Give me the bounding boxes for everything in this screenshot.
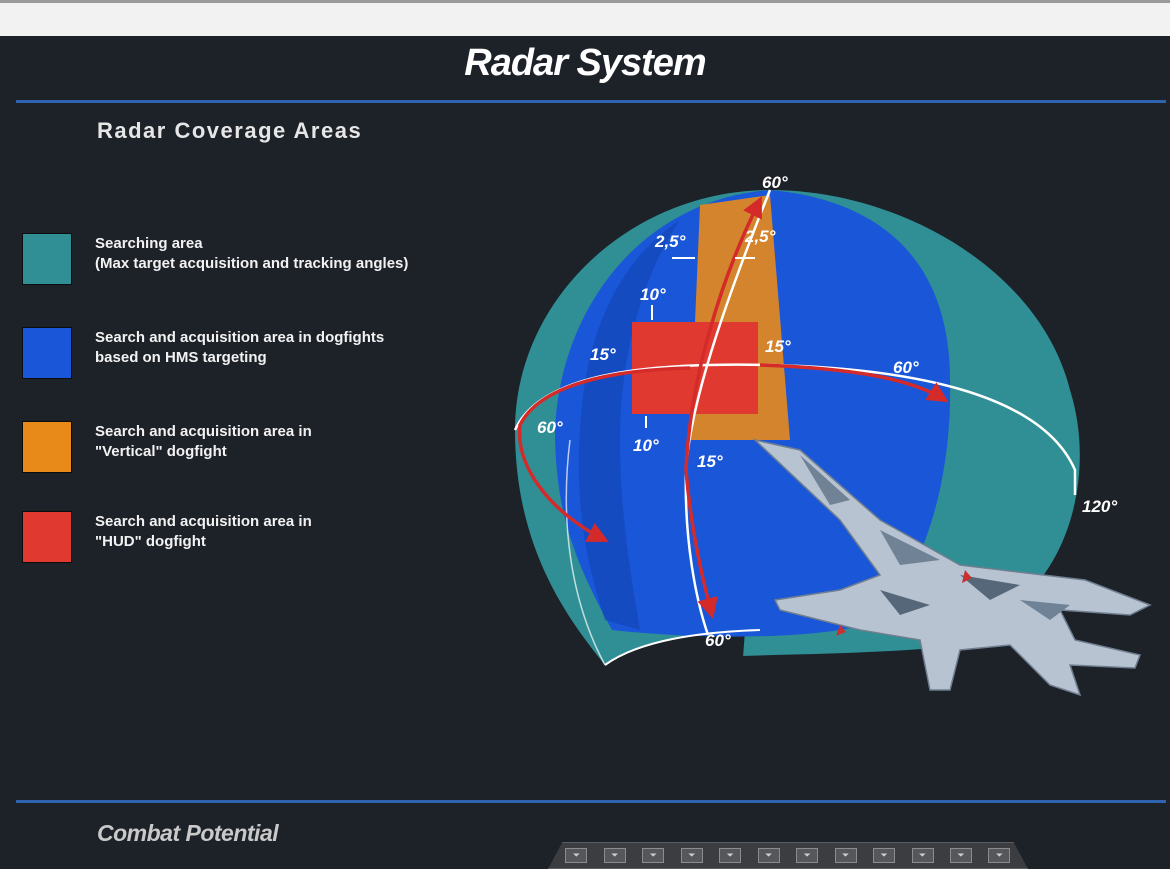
bottom-divider [16,800,1166,803]
angle-label-vert-right: 2,5° [744,227,776,246]
legend-line: Search and acquisition area in [95,423,312,440]
section-subtitle: Radar Coverage Areas [97,118,363,143]
legend-line: based on HMS targeting [95,349,267,366]
left-edge-line [565,439,606,666]
toolbar-icon[interactable]: ⏷ [988,848,1011,863]
toolbar-icon[interactable]: ⏷ [834,848,857,863]
arrow-horizontal-right [759,363,949,403]
toolbar-icon[interactable]: ⏷ [949,848,972,863]
toolbar-icon[interactable]: ⏷ [642,848,665,863]
angle-label-lower: 15° [697,452,723,471]
fighter-jet-image [752,438,1152,697]
page-title: Radar System [464,42,706,84]
legend-swatch-orange [22,421,72,473]
top-divider [16,100,1166,103]
angle-label-top: 60° [762,173,788,192]
bottom-arc [604,629,761,666]
legend-text: Search and acquisition area in dogfights… [95,328,575,368]
legend-swatch-blue [22,327,72,379]
angle-label-hud-left: 15° [590,345,616,364]
angle-label-hud-right: 15° [765,337,791,356]
toolbar-icon[interactable]: ⏷ [719,848,742,863]
legend-line: Searching area [95,235,203,252]
arrow-horizontal-left [517,366,691,542]
arrow-vertical-down [684,469,718,620]
legend-line: "HUD" dogfight [95,533,206,550]
legend-line: "Vertical" dogfight [95,443,227,460]
toolbar-icon[interactable]: ⏷ [911,848,934,863]
browser-top-strip [0,0,1170,36]
angle-label-hud-bottom: 10° [633,436,659,455]
legend-text: Search and acquisition area in "HUD" dog… [95,512,575,552]
legend-text: Searching area (Max target acquisition a… [95,234,575,274]
toolbar-icon[interactable]: ⏷ [757,848,780,863]
legend-line: (Max target acquisition and tracking ang… [95,255,409,272]
legend-swatch-red [22,511,72,563]
video-toolbar: ⏷ ⏷ ⏷ ⏷ ⏷ ⏷ ⏷ ⏷ ⏷ ⏷ ⏷ ⏷ [548,842,1028,869]
angle-label-bottom: 60° [705,631,731,650]
legend-line: Search and acquisition area in [95,513,312,530]
toolbar-icon[interactable]: ⏷ [565,848,588,863]
legend-line: Search and acquisition area in dogfights [95,329,385,346]
angle-label-right: 60° [893,358,919,377]
toolbar-icon[interactable]: ⏷ [873,848,896,863]
arrow-vertical-up [684,196,762,471]
angle-label-vert-left: 2,5° [654,232,686,251]
angle-label-outer-right: 120° [1082,497,1117,516]
toolbar-icon[interactable]: ⏷ [603,848,626,863]
sphere-cutout [605,630,745,700]
footer-label: Combat Potential [97,820,279,846]
legend-swatch-teal [22,233,72,285]
angle-label-left: 60° [537,418,563,437]
legend-text: Search and acquisition area in "Vertical… [95,422,575,462]
angle-label-hud-top: 10° [640,285,666,304]
toolbar-icon[interactable]: ⏷ [680,848,703,863]
toolbar-icon[interactable]: ⏷ [796,848,819,863]
